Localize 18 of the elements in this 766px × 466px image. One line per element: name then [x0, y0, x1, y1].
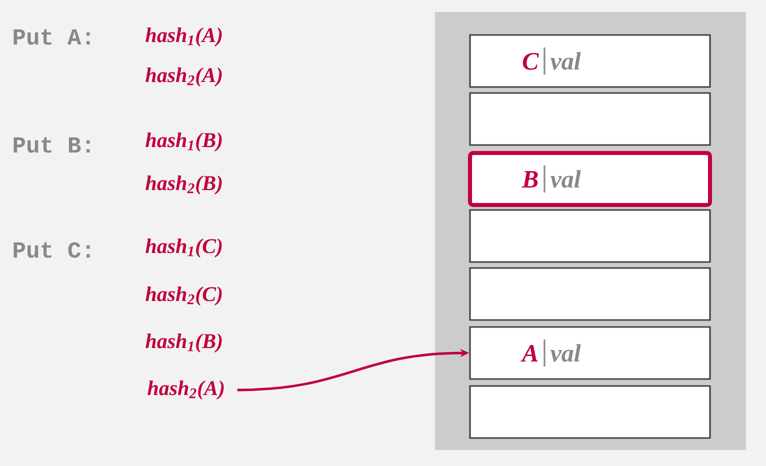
- table-slot: [469, 267, 711, 321]
- highlighted-slot: B val: [468, 151, 712, 207]
- put-label: Put C:: [14, 242, 90, 258]
- table-slot: [469, 385, 711, 439]
- hash-call: hash$_{1}$(B): [146, 333, 222, 353]
- hash-call: hash$_{2}$(A): [146, 67, 222, 87]
- table-slot: C val: [469, 34, 711, 88]
- hash-call: hash$_{2}$(A): [148, 380, 224, 400]
- hash-call: hash$_{2}$(B): [146, 175, 222, 195]
- put-label: Put A:: [14, 29, 90, 45]
- put-label: Put B:: [14, 137, 90, 153]
- hash-call: hash$_{2}$(C): [146, 286, 222, 306]
- table-slot: A val: [469, 326, 711, 380]
- table-slot: [469, 209, 711, 263]
- hash-call: hash$_{1}$(B): [146, 132, 222, 152]
- hash-call: hash$_{1}$(A): [146, 27, 222, 47]
- hash-call: hash$_{1}$(C): [146, 238, 222, 258]
- table-slot: [469, 92, 711, 146]
